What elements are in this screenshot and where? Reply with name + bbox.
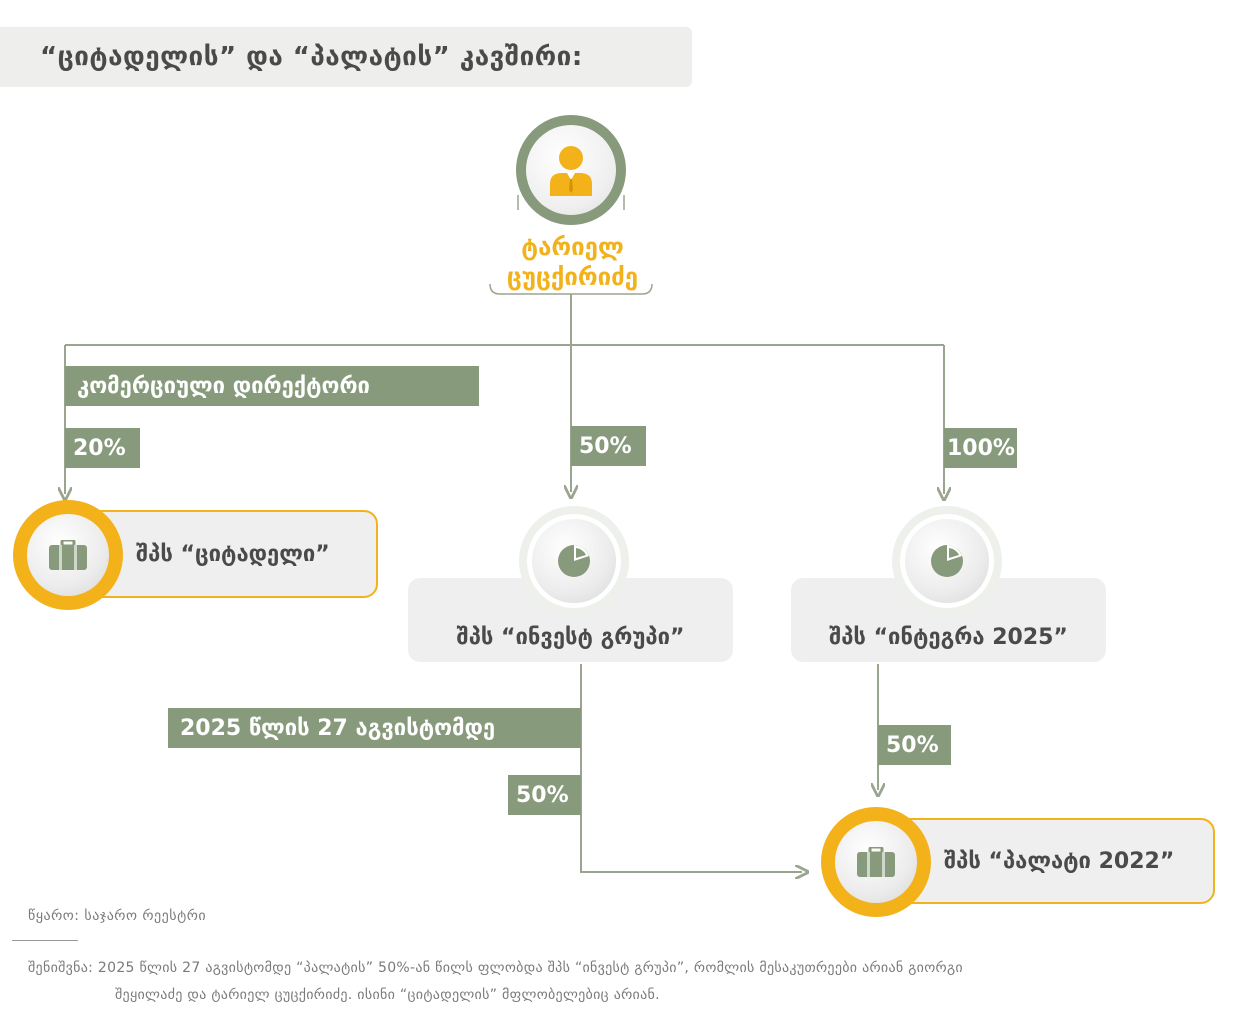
pie-chart-icon: [930, 544, 963, 577]
integra-pct-tag: 100%: [944, 428, 1017, 468]
company-card-invest: შპს “ინვესტ გრუპი”: [408, 578, 733, 662]
footnote-line-2: შეყილაძე და ტარიელ ცუცქირიძე. ისინი “ციტ…: [115, 987, 660, 1003]
person-name: ტარიელ ცუცქირიძე: [480, 232, 665, 292]
citadeli-pct: 20%: [73, 435, 126, 461]
edge-invest-palati: [580, 664, 802, 872]
invest-palati-pct-tag: 50%: [508, 775, 581, 815]
briefcase-icon: [856, 846, 895, 877]
person-avatar: [516, 115, 626, 225]
company-badge-palati: [821, 807, 931, 917]
integra-palati-pct-tag: 50%: [878, 725, 951, 765]
page-title-box: “ციტადელის” და “პალატის” კავშირი:: [0, 27, 692, 87]
pie-chart-icon: [557, 544, 590, 577]
integra-pct: 100%: [947, 435, 1015, 461]
source-label: წყარო: საჯარო რეესტრი: [28, 908, 207, 924]
footer-divider: [12, 940, 78, 941]
person-icon: [550, 146, 592, 196]
role-label: კომერციული დირექტორი: [77, 373, 370, 399]
citadeli-pct-tag: 20%: [65, 428, 140, 468]
person-last-name: ცუცქირიძე: [506, 263, 639, 291]
invest-palati-pct: 50%: [516, 782, 569, 808]
briefcase-icon: [48, 539, 87, 570]
company-name-integra: შპს “ინტეგრა 2025”: [829, 625, 1068, 650]
role-label-tag: კომერციული დირექტორი: [65, 366, 479, 406]
integra-palati-pct: 50%: [886, 732, 939, 758]
date-label-tag: 2025 წლის 27 აგვისტომდე: [168, 708, 581, 748]
invest-pct: 50%: [579, 433, 632, 459]
company-name-invest: შპს “ინვესტ გრუპი”: [456, 625, 685, 650]
date-label: 2025 წლის 27 აგვისტომდე: [180, 715, 496, 741]
footnote: შენიშვნა: 2025 წლის 27 აგვისტომდე “პალატ…: [28, 955, 1208, 1009]
company-name-palati: შპს “პალატი 2022”: [944, 848, 1175, 874]
person-bracket: [517, 195, 625, 210]
footnote-line-1: შენიშვნა: 2025 წლის 27 აგვისტომდე “პალატ…: [28, 960, 963, 976]
page-title: “ციტადელის” და “პალატის” კავშირი:: [40, 42, 583, 72]
company-card-palati: შპს “პალატი 2022”: [876, 818, 1215, 904]
company-badge-citadeli: [13, 500, 123, 610]
company-badge-integra: [892, 506, 1002, 616]
company-name-citadeli: შპს “ციტადელი”: [136, 541, 330, 567]
company-badge-invest: [519, 506, 629, 616]
person-first-name: ტარიელ: [521, 233, 624, 261]
invest-pct-tag: 50%: [571, 426, 646, 466]
